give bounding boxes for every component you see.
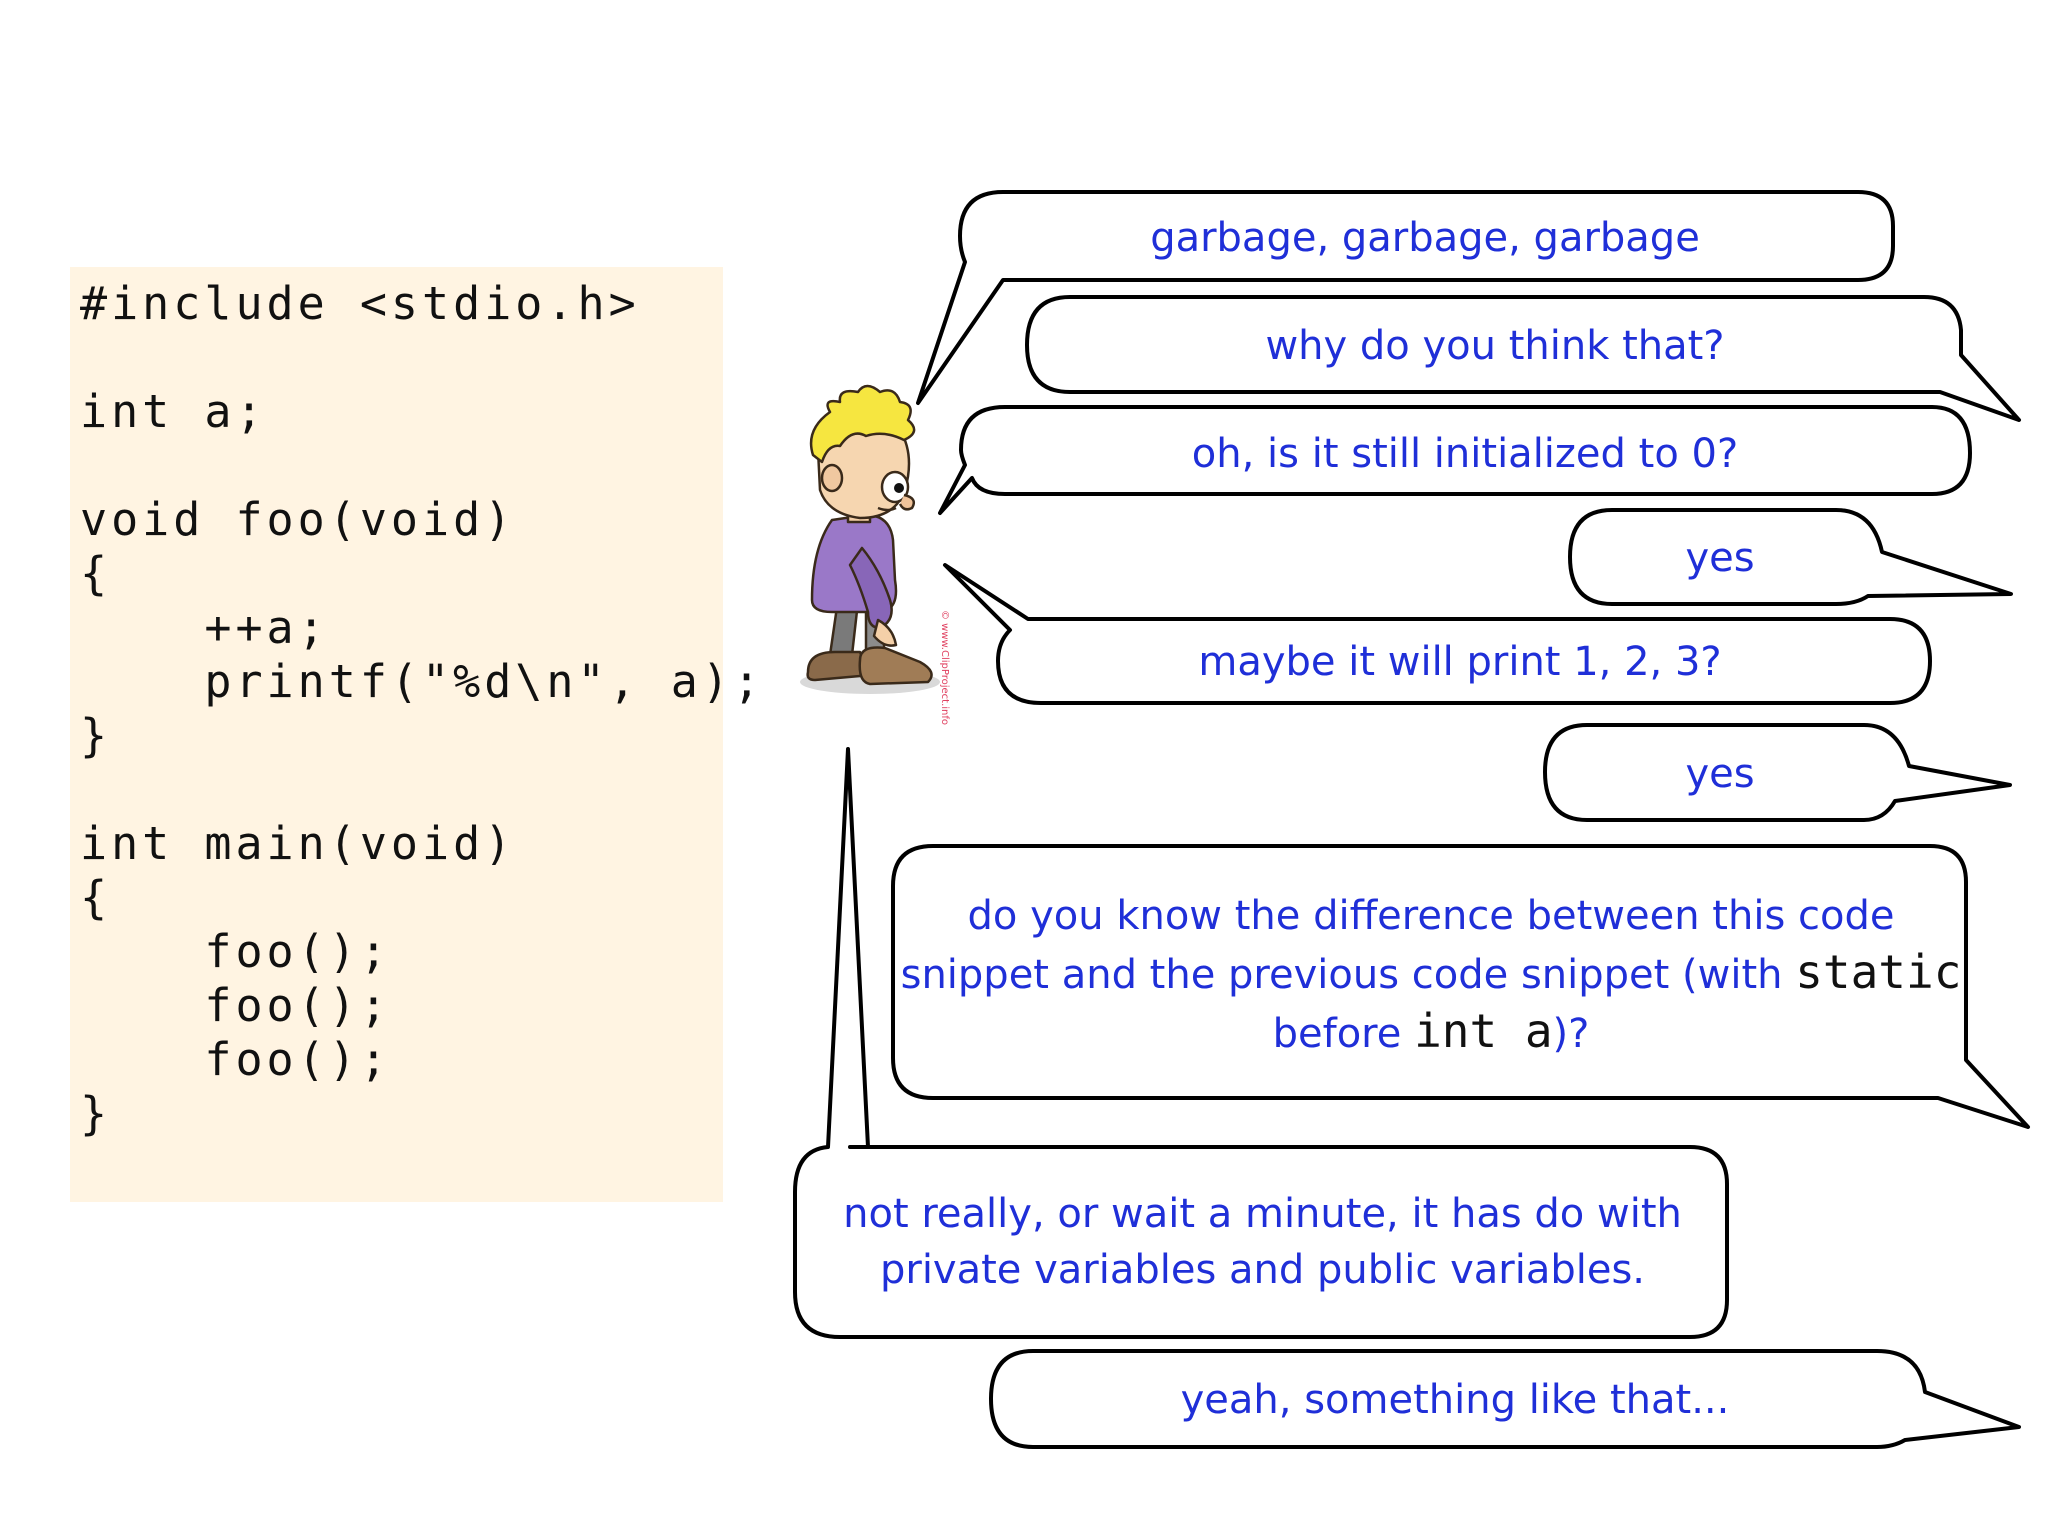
bubble-yeah — [989, 1349, 2021, 1449]
bubble-garbage — [916, 190, 1895, 405]
bubble-maybe — [943, 563, 1932, 705]
bubble-yes-2-text: yes — [1685, 751, 1755, 797]
code-line-include: #include <stdio.h> — [80, 277, 640, 330]
bubble-initialized — [938, 405, 1972, 515]
difference-line-1: do you know the difference between this … — [967, 893, 1895, 939]
code-line-brace-close-1: } — [80, 709, 112, 762]
bubble-garbage-text: garbage, garbage, garbage — [1150, 215, 1700, 261]
bubble-yes-1-text: yes — [1685, 535, 1755, 581]
difference-line-2: snippet and the previous code snippet (w… — [898, 944, 1964, 1003]
code-line-brace-close-2: } — [80, 1087, 112, 1140]
difference-line-3: before int a)? — [898, 1003, 1964, 1062]
code-line-foo-call-1: foo(); — [80, 925, 391, 978]
code-line-printf: printf("%d\n", a); — [80, 655, 765, 708]
difference-line-2-text: snippet and the previous code snippet (w… — [900, 952, 1796, 998]
bubble-why-text: why do you think that? — [1265, 323, 1725, 369]
bubble-why — [1025, 295, 2021, 422]
bubble-initialized-text: oh, is it still initialized to 0? — [1191, 431, 1739, 477]
difference-line-3-end: )? — [1552, 1011, 1590, 1057]
code-line-int-a: int a; — [80, 385, 267, 438]
clipart-credit: © www.ClipProject.info — [939, 610, 950, 726]
difference-int-a-code: int a — [1414, 1004, 1553, 1058]
bubble-difference-text: do you know the difference between this … — [898, 888, 1964, 1062]
code-line-void-foo: void foo(void) — [80, 493, 516, 546]
bubble-yeah-text: yeah, something like that... — [1180, 1377, 1730, 1423]
bubble-not-really — [793, 747, 1729, 1339]
code-line-int-main: int main(void) — [80, 817, 516, 870]
bubble-maybe-text: maybe it will print 1, 2, 3? — [1198, 639, 1722, 685]
bubble-not-really-text: not really, or wait a minute, it has do … — [800, 1186, 1725, 1298]
code-line-brace-open-1: { — [80, 547, 112, 600]
difference-static-keyword: static — [1795, 945, 1962, 999]
code-line-increment: ++a; — [80, 601, 329, 654]
not-really-line-1: not really, or wait a minute, it has do … — [843, 1191, 1682, 1237]
code-panel: #include <stdio.h> int a; void foo(void)… — [70, 267, 760, 1202]
not-really-line-2: private variables and public variables. — [879, 1247, 1646, 1293]
code-line-foo-call-2: foo(); — [80, 979, 391, 1032]
code-line-brace-open-2: { — [80, 871, 112, 924]
bubble-yes-1 — [1568, 508, 2013, 606]
difference-line-3-text: before — [1272, 1011, 1415, 1057]
bubble-yes-2 — [1543, 723, 2012, 822]
bubble-difference — [891, 844, 2030, 1129]
code-line-foo-call-3: foo(); — [80, 1033, 391, 1086]
cartoon-boy-icon — [800, 384, 940, 694]
